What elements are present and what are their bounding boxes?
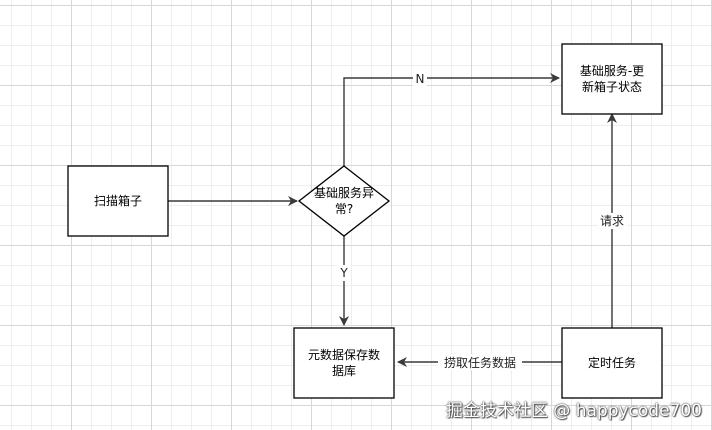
node-timer-box: 定时任务	[561, 327, 663, 399]
node-decision: 基础服务异 常?	[297, 165, 391, 237]
node-decision-label-line1: 基础服务异	[314, 185, 374, 200]
node-timer-label: 定时任务	[588, 355, 636, 370]
edge-decision-to-update	[343, 73, 560, 166]
edge-label-request: 请求	[598, 213, 627, 229]
edge-label-fetch-text: 捞取任务数据	[444, 355, 516, 370]
edge-label-yes: Y	[337, 265, 351, 281]
node-scan-box: 扫描箱子	[67, 165, 169, 237]
edge-label-yes-text: Y	[339, 266, 348, 280]
edge-label-fetch: 捞取任务数据	[438, 354, 522, 370]
node-update-label-line2: 新箱子状态	[582, 79, 642, 94]
edge-label-request-text: 请求	[600, 214, 624, 228]
node-save-label-line1: 元数据保存数	[308, 347, 380, 362]
watermark: 掘金技术社区 @ happycode700	[445, 401, 702, 421]
node-scan-label: 扫描箱子	[94, 193, 142, 208]
node-save-box: 元数据保存数 据库	[293, 327, 395, 399]
edge-label-no-text: N	[416, 72, 425, 86]
edge-label-no: N	[413, 70, 427, 86]
node-update-label-line1: 基础服务-更	[580, 63, 644, 78]
node-update-box: 基础服务-更 新箱子状态	[561, 43, 663, 115]
node-decision-label-line2: 常?	[335, 202, 353, 216]
node-save-label-line2: 据库	[332, 363, 356, 378]
